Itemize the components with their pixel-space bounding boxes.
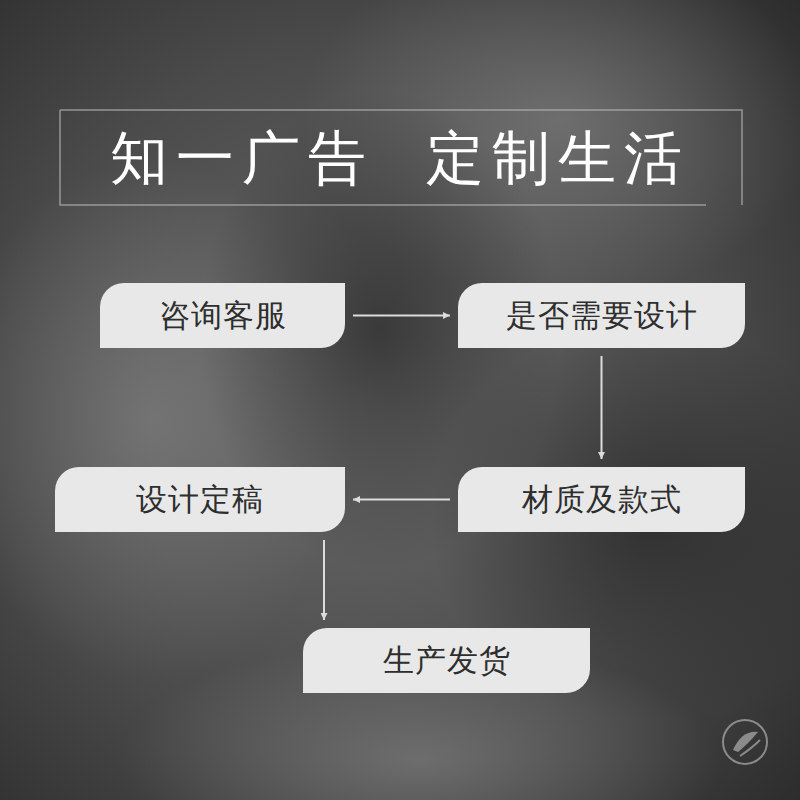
watermark-logo: [723, 720, 767, 764]
process-box: 生产发货: [303, 628, 590, 693]
box-label: 咨询客服: [159, 295, 287, 337]
flow-arrow: [353, 499, 450, 501]
title-frame: [60, 110, 742, 205]
box-label: 是否需要设计: [506, 295, 698, 337]
process-box: 设计定稿: [55, 467, 345, 532]
box-label: 生产发货: [383, 640, 511, 682]
process-box: 咨询客服: [100, 283, 345, 348]
flow-arrow: [353, 315, 450, 317]
box-label: 材质及款式: [522, 479, 682, 521]
box-label: 设计定稿: [136, 479, 264, 521]
diagram-title: 知一广告 定制生活: [60, 118, 740, 198]
process-box: 材质及款式: [458, 467, 745, 532]
flow-arrow: [601, 356, 603, 459]
flow-arrow: [323, 540, 325, 620]
process-box: 是否需要设计: [458, 283, 745, 348]
